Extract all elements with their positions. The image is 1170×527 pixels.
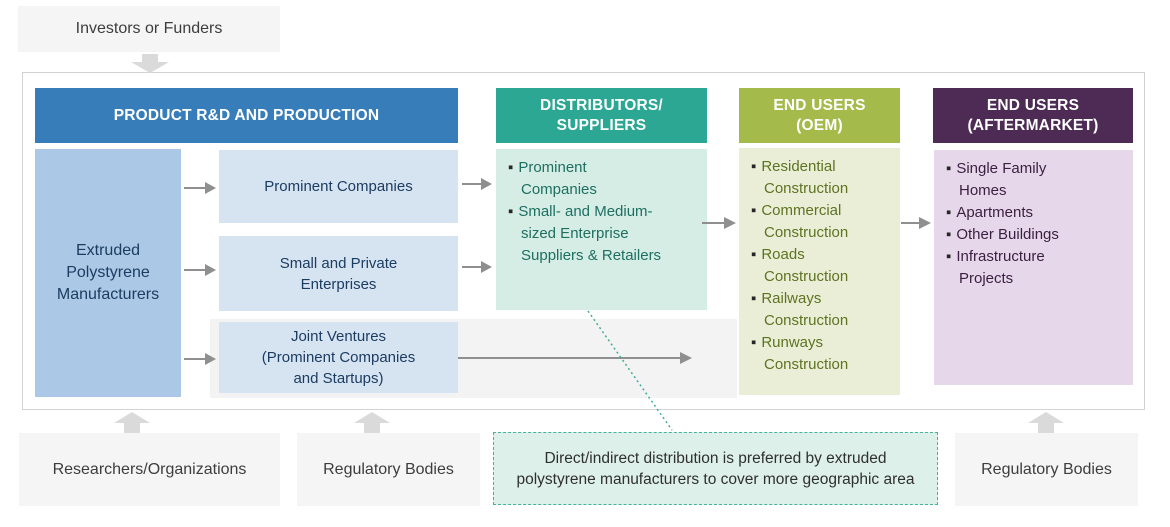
header-label-line1: END USERS [773, 96, 866, 114]
entity-box-small-private-enterprises: Small and Private Enterprises [219, 236, 458, 311]
manufacturer-label: Extruded Polystyrene Manufacturers [56, 242, 160, 303]
header-label-line1: DISTRIBUTORS/ [540, 96, 663, 114]
list-item: Runways Construction [751, 332, 894, 376]
entity-box-prominent-companies: Prominent Companies [219, 150, 458, 223]
investors-label: Investors or Funders [75, 20, 223, 37]
researchers-organizations-box: Researchers/Organizations [19, 433, 280, 506]
investors-down-arrow [131, 54, 169, 73]
researchers-up-arrow [114, 412, 150, 433]
oem-content-box: Residential ConstructionCommercial Const… [739, 148, 900, 395]
header-product-rd-production: PRODUCT R&D AND PRODUCTION [35, 88, 458, 143]
entity-box-joint-ventures: Joint Ventures (Prominent Companies and … [219, 322, 458, 393]
list-item: Small- and Medium- sized Enterprise Supp… [508, 201, 701, 267]
header-distributors-suppliers: DISTRIBUTORS/ SUPPLIERS [496, 88, 707, 143]
aftermarket-content-box: Single Family HomesApartmentsOther Build… [934, 150, 1133, 385]
list-item: Infrastructure Projects [946, 246, 1127, 290]
header-end-users-oem: END USERS (OEM) [739, 88, 900, 143]
regulatory-right-up-arrow [1028, 412, 1064, 433]
list-item: Prominent Companies [508, 157, 701, 201]
entity-label: Small and Private Enterprises [279, 254, 398, 293]
regulatory-up-arrow [354, 412, 390, 433]
list-item: Apartments [946, 202, 1127, 224]
regulatory-bodies-right-box: Regulatory Bodies [955, 433, 1138, 506]
list-item: Other Buildings [946, 224, 1127, 246]
researchers-label: Researchers/Organizations [52, 460, 247, 478]
note-text: Direct/indirect distribution is preferre… [516, 449, 915, 488]
list-item: Roads Construction [751, 244, 894, 288]
header-end-users-aftermarket: END USERS (AFTERMARKET) [933, 88, 1133, 143]
distribution-note-box: Direct/indirect distribution is preferre… [493, 432, 938, 505]
manufacturer-box: Extruded Polystyrene Manufacturers [35, 149, 181, 397]
list-item: Single Family Homes [946, 158, 1127, 202]
header-label-line2: (AFTERMARKET) [967, 116, 1099, 134]
oem-list: Residential ConstructionCommercial Const… [739, 148, 900, 382]
list-item: Railways Construction [751, 288, 894, 332]
list-item: Commercial Construction [751, 200, 894, 244]
header-label-line2: SUPPLIERS [556, 116, 647, 134]
entity-label: Joint Ventures (Prominent Companies and … [261, 328, 416, 387]
regulatory-label: Regulatory Bodies [323, 460, 454, 478]
list-item: Residential Construction [751, 156, 894, 200]
regulatory-right-label: Regulatory Bodies [981, 460, 1112, 478]
header-label-line2: (OEM) [796, 116, 843, 134]
entity-label: Prominent Companies [264, 178, 413, 195]
regulatory-bodies-box: Regulatory Bodies [297, 433, 480, 506]
investors-box: Investors or Funders [18, 6, 280, 52]
aftermarket-list: Single Family HomesApartmentsOther Build… [934, 150, 1133, 296]
header-label-line1: END USERS [986, 96, 1080, 114]
header-label: PRODUCT R&D AND PRODUCTION [113, 106, 380, 124]
